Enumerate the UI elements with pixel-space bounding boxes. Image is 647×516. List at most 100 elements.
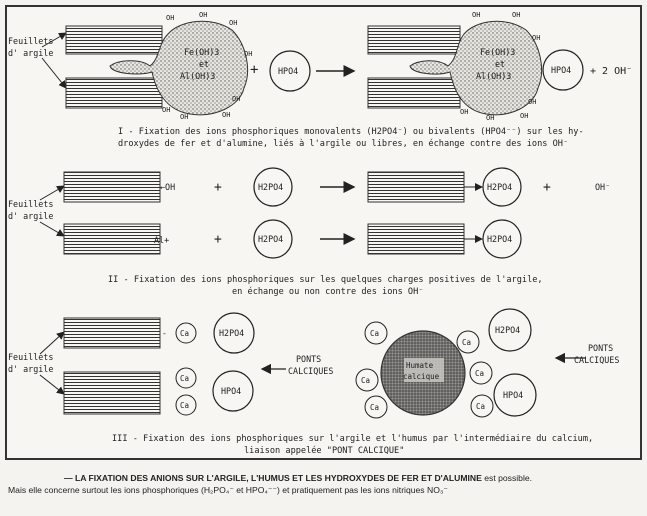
al-plus-label: Al+ — [154, 235, 169, 245]
clay-sheet — [63, 317, 161, 349]
ca-label: Ca — [370, 403, 379, 412]
oh-label: OH — [229, 19, 237, 27]
h2po4-label: H2PO4 — [219, 328, 244, 338]
oh-label: OH — [199, 11, 207, 19]
oh-label: OH — [166, 14, 174, 22]
hpo4-ion — [212, 370, 254, 412]
humate-label-bg — [404, 358, 444, 382]
fe-oh3-label: Fe(OH)3 — [480, 47, 515, 57]
et-label: et — [495, 59, 505, 69]
h2po4-label: H2PO4 — [258, 234, 283, 244]
feuillets-label-3a: Feuillets — [8, 352, 53, 362]
ponts-label-right-1: PONTS — [588, 343, 613, 353]
oh-label: OH — [472, 11, 480, 19]
feuillets-label-2a: Feuillets — [8, 199, 53, 209]
pointer-arrow — [39, 221, 65, 237]
ca-label: Ca — [476, 402, 485, 411]
clay-sheet — [367, 171, 465, 203]
caption-II-line1: II - Fixation des ions phosphoriques sur… — [108, 275, 543, 285]
al-oh3-label: Al(OH)3 — [476, 71, 511, 81]
ca-ion — [456, 330, 480, 354]
pointer-arrow — [39, 185, 65, 201]
fe-oh3-label: Fe(OH)3 — [184, 47, 219, 57]
hpo4-ion — [542, 49, 584, 91]
plus-sign: + — [214, 180, 222, 195]
oh-label: OH — [512, 11, 520, 19]
oh-label: OH — [222, 111, 230, 119]
pointer-arrow — [41, 57, 67, 89]
caption-III-line1: III - Fixation des ions phosphoriques su… — [112, 433, 593, 444]
footer-caption: — LA FIXATION DES ANIONS SUR L'ARGILE, L… — [8, 472, 640, 496]
h2po4-ion — [488, 308, 532, 352]
humate-label-2: calcique — [403, 372, 440, 381]
h2po4-ion — [253, 167, 293, 207]
oh-label: ←OH — [160, 182, 175, 192]
h2po4-label: H2PO4 — [495, 325, 520, 335]
oh-label: OH — [528, 98, 536, 106]
hpo4-ion — [269, 50, 311, 92]
feuillets-label-1b: d' argile — [8, 48, 53, 58]
oh-label: OH — [486, 114, 494, 122]
plus-sign: + — [250, 62, 258, 78]
clay-sheet — [65, 77, 163, 109]
hpo4-label: HPO4 — [551, 65, 571, 75]
section-1: Feuillets d' argile Fe(OH)3 et Al(OH)3 O… — [8, 11, 632, 149]
et-label: et — [199, 59, 209, 69]
ca-label: Ca — [361, 376, 370, 385]
footer-line-2: Mais elle concerne surtout les ions phos… — [8, 485, 448, 495]
caption-III-line2: liaison appelée "PONT CALCIQUE" — [244, 445, 404, 456]
ponts-label-right-2: CALCIQUES — [574, 355, 619, 365]
ca-label: Ca — [475, 369, 484, 378]
ca-ion — [175, 367, 197, 389]
hydroxide-blob — [409, 20, 543, 116]
caption-I-line2: droxydes de fer et d'alumine, liés à l'a… — [118, 138, 568, 149]
hpo4-label: HPO4 — [503, 390, 523, 400]
ca-ion — [469, 361, 493, 385]
ponts-label-left-2: CALCIQUES — [288, 366, 333, 376]
h2po4-label: H2PO4 — [258, 182, 283, 192]
clay-sheet — [367, 223, 465, 255]
hydroxide-blob — [109, 20, 249, 116]
ca-ion — [175, 394, 197, 416]
feuillets-label-3b: d' argile — [8, 364, 53, 374]
oh-label: OH — [180, 113, 188, 121]
hpo4-label: HPO4 — [278, 66, 298, 76]
oh-label: OH — [162, 106, 170, 114]
footer-bold: — LA FIXATION DES ANIONS SUR L'ARGILE, L… — [64, 473, 482, 483]
clay-sheet — [367, 77, 461, 109]
caption-II-line2: en échange ou non contre des ions OH⁻ — [232, 286, 423, 297]
caption-I-line1: I - Fixation des ions phosphoriques mono… — [118, 127, 584, 137]
ponts-label-left-1: PONTS — [296, 354, 321, 364]
ca-label: Ca — [180, 401, 189, 410]
pointer-arrow — [39, 331, 65, 355]
clay-sheet — [63, 223, 161, 255]
ca-ion — [175, 322, 197, 344]
footer-line-1: — LA FIXATION DES ANIONS SUR L'ARGILE, L… — [8, 472, 640, 484]
oh-minus-label: OH⁻ — [595, 182, 610, 192]
plus-sign: + — [543, 180, 551, 195]
oh-label: OH — [244, 50, 252, 58]
footer-rest: est possible. — [481, 473, 533, 483]
h2po4-ion — [253, 219, 293, 259]
feuillets-label-2b: d' argile — [8, 211, 53, 221]
ca-ion — [364, 321, 388, 345]
oh-label: OH — [520, 112, 528, 120]
h2po4-label: H2PO4 — [487, 234, 512, 244]
plus-sign: + — [214, 232, 222, 247]
ca-label: Ca — [462, 338, 471, 347]
humate-label-1: Humate — [406, 361, 434, 370]
section-2: Feuillets d' argile ←OH + H2PO4 H2PO4 + … — [8, 167, 610, 297]
hpo4-ion — [493, 373, 537, 417]
bond-minus: - — [162, 329, 167, 338]
ca-ion — [364, 395, 388, 419]
hpo4-label: HPO4 — [221, 386, 241, 396]
pointer-arrow — [41, 32, 67, 48]
clay-sheet — [63, 371, 161, 415]
ca-label: Ca — [180, 329, 189, 338]
clay-sheet — [63, 171, 161, 203]
h2po4-ion — [213, 312, 255, 354]
feuillets-label-1a: Feuillets — [8, 36, 53, 46]
clay-sheet — [367, 25, 461, 55]
al-oh3-label: Al(OH)3 — [180, 71, 215, 81]
